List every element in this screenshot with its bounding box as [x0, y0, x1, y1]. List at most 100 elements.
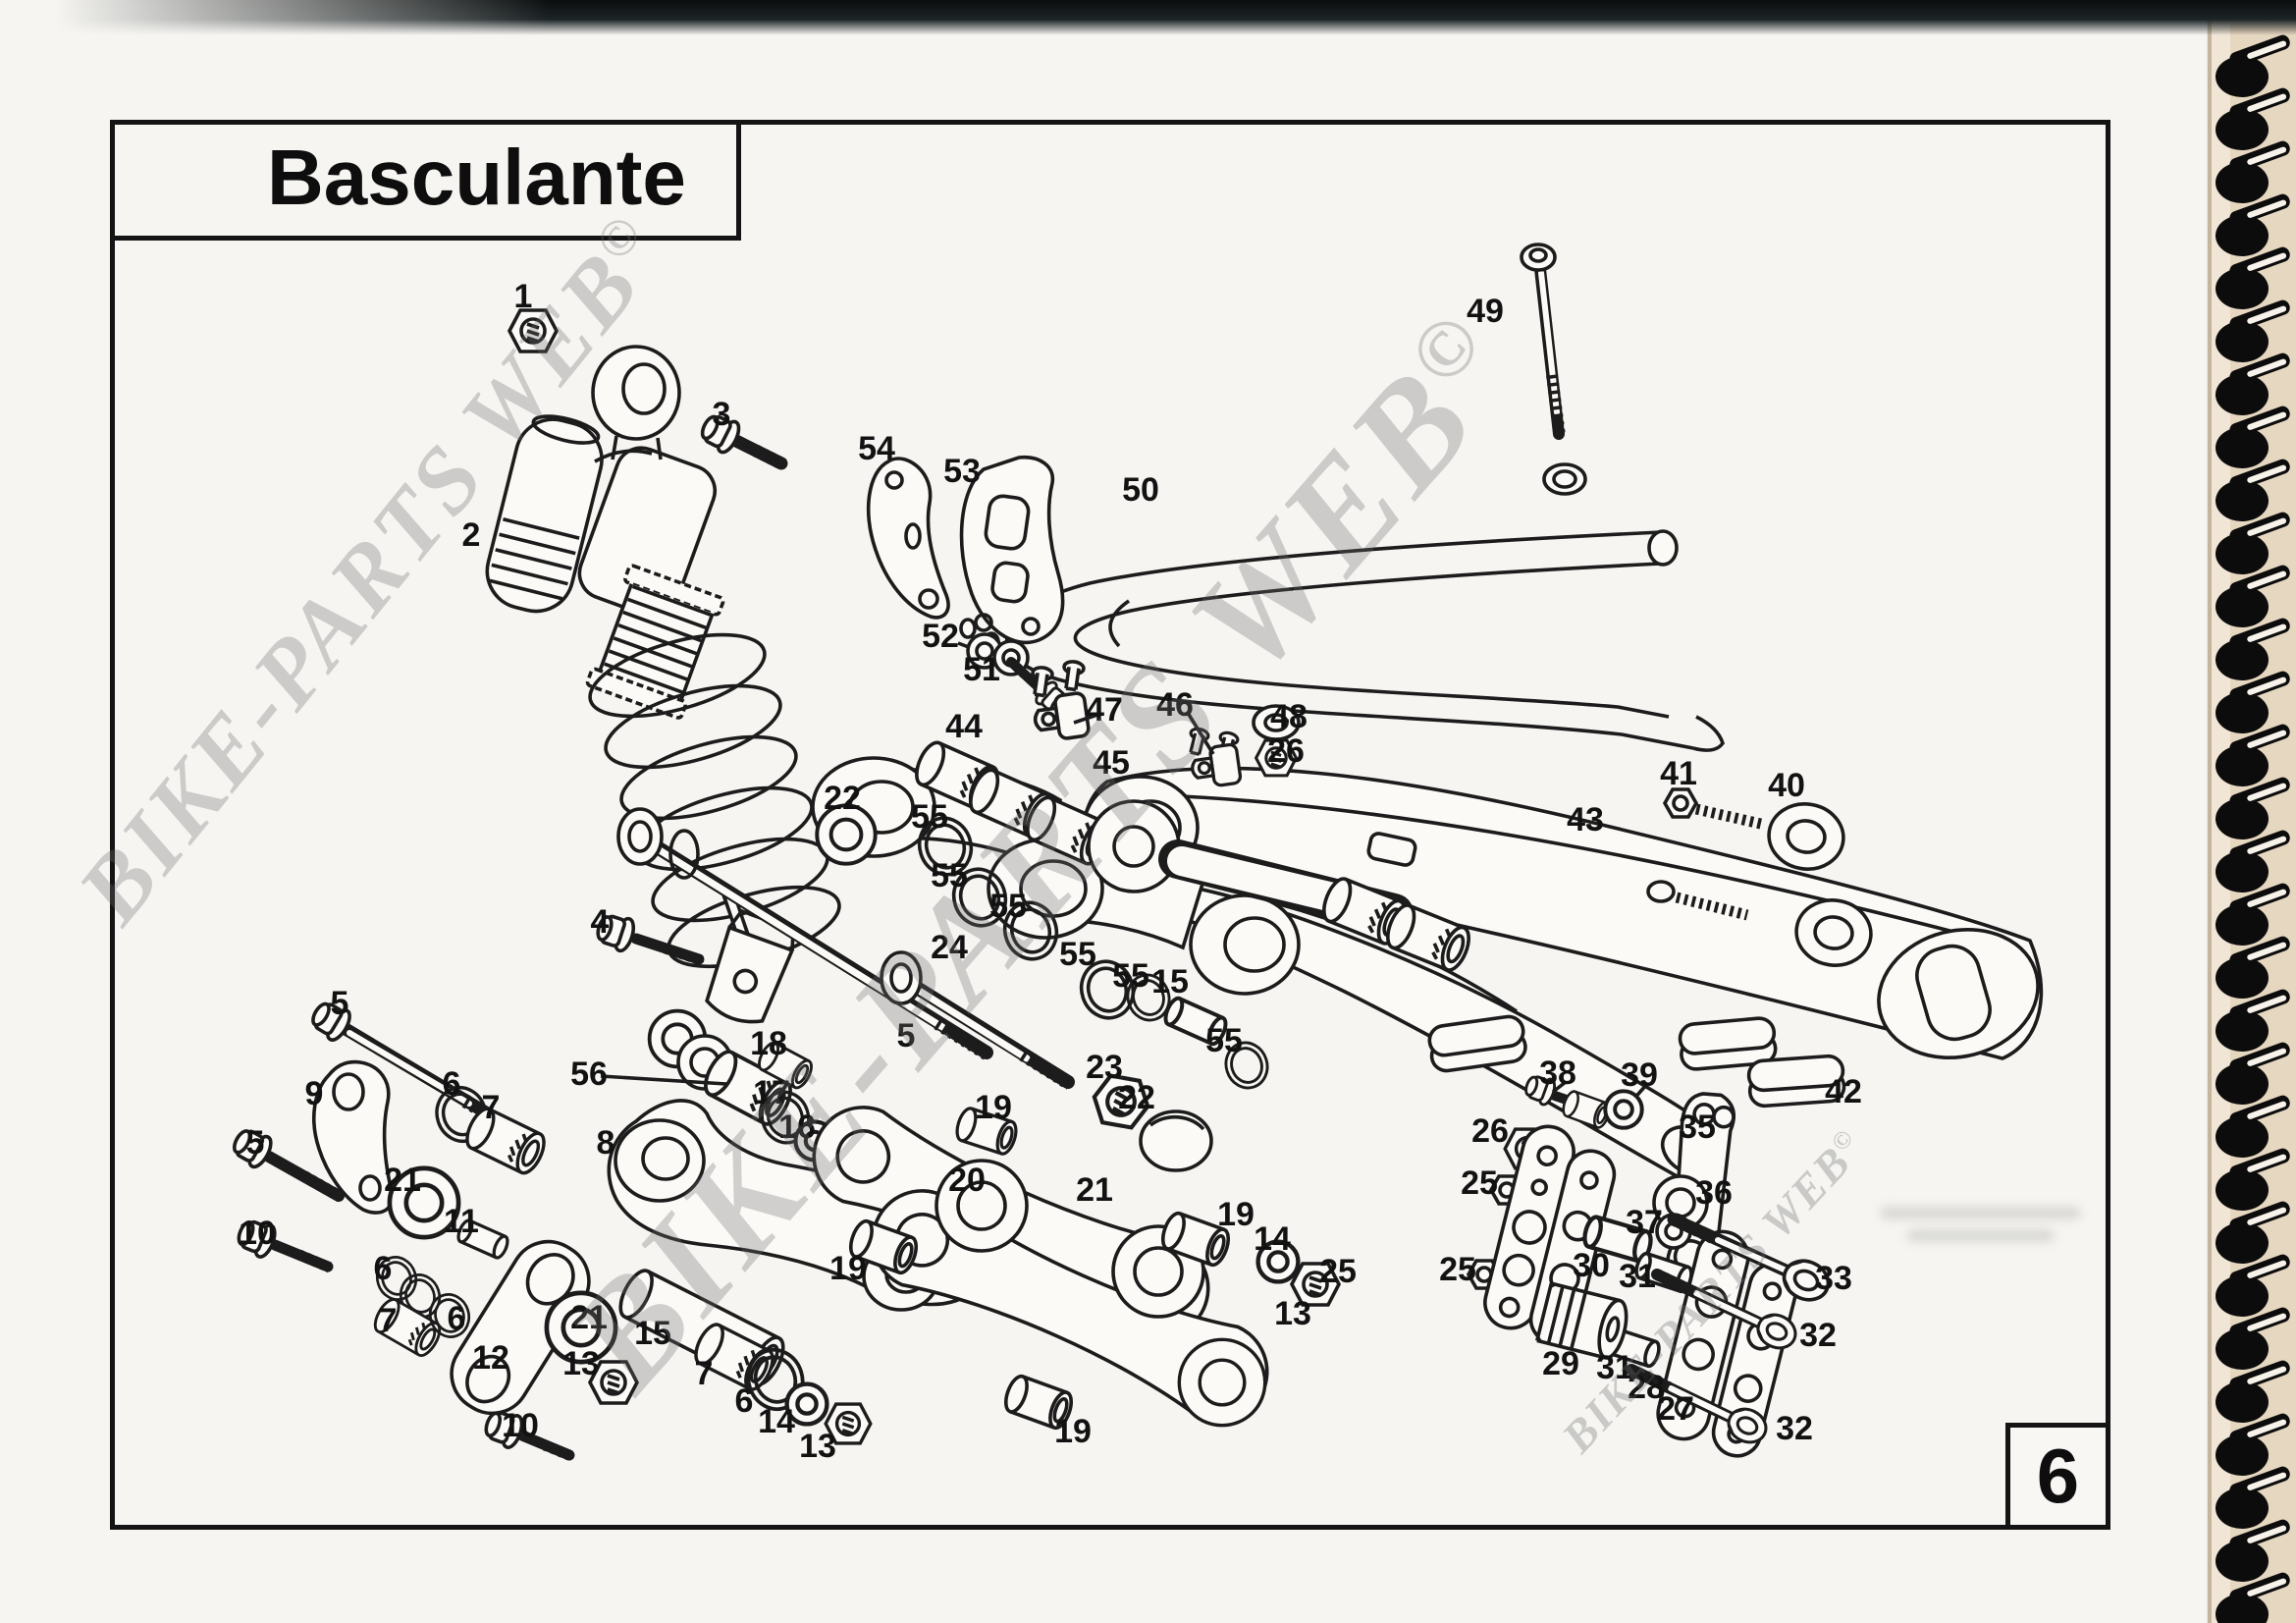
- page-number: 6: [2036, 1433, 2080, 1519]
- shock-clevis: [705, 908, 796, 1024]
- part-number-label: 5: [246, 1124, 265, 1162]
- part-number-label: 2: [462, 516, 481, 554]
- part-number-label: 40: [1768, 767, 1805, 804]
- part-number-label: 26: [1267, 732, 1305, 770]
- chain-guide-54: [866, 457, 950, 620]
- bolt-49: [1520, 243, 1587, 496]
- part-number-label: 25: [1439, 1251, 1476, 1288]
- pivot-shaft: [1158, 839, 1476, 976]
- part-number-label: 5: [897, 1017, 916, 1055]
- bolt-32a: [1651, 1269, 1803, 1356]
- part-number-label: 38: [1539, 1055, 1576, 1092]
- part-number-label: 6: [448, 1300, 466, 1337]
- part-number-label: 11: [444, 1203, 479, 1240]
- part-number-label: 22: [1118, 1079, 1155, 1116]
- part-number-label: 19: [1054, 1413, 1092, 1450]
- nut-1: [507, 308, 559, 353]
- part-number-label: 19: [1217, 1196, 1255, 1233]
- part-number-label: 32: [1776, 1410, 1813, 1447]
- part-number-label: 49: [1467, 293, 1504, 330]
- part-number-label: 36: [1695, 1174, 1733, 1212]
- bolt-51: [1006, 657, 1073, 719]
- part-number-label: 55: [1205, 1022, 1243, 1059]
- part-number-label: 30: [1573, 1247, 1610, 1284]
- part-number-label: 7: [379, 1302, 398, 1339]
- part-number-label: 55: [911, 798, 948, 836]
- part-number-label: 14: [1254, 1220, 1291, 1258]
- part-number-label: 12: [472, 1339, 509, 1377]
- part-number-label: 50: [1122, 471, 1159, 509]
- part-number-label: 13: [1274, 1295, 1311, 1332]
- part-number-label: 55: [931, 857, 968, 894]
- part-number-label: 53: [943, 453, 981, 490]
- part-number-label: 21: [1076, 1171, 1113, 1209]
- part-number-label: 19: [975, 1089, 1012, 1126]
- part-number-label: 31: [1619, 1258, 1656, 1295]
- part-number-label: 54: [858, 430, 895, 467]
- part-number-label: 48: [1270, 698, 1308, 735]
- part-number-label: 31: [1596, 1349, 1633, 1386]
- part-number-label: 16: [778, 1109, 816, 1146]
- part-number-label: 7: [482, 1089, 501, 1126]
- part-number-label: 13: [562, 1345, 600, 1382]
- part-number-label: 29: [1542, 1345, 1579, 1382]
- part-number-label: 18: [750, 1025, 787, 1062]
- part-number-label: 6: [374, 1250, 393, 1287]
- bolt-32b: [1626, 1364, 1774, 1450]
- part-number-label: 21: [570, 1299, 608, 1336]
- part-number-label: 55: [1059, 936, 1096, 973]
- bolt-10-left: [232, 1214, 334, 1273]
- part-number-label: 15: [634, 1315, 671, 1352]
- part-number-label: 26: [1471, 1112, 1509, 1150]
- part-number-label: 55: [1112, 957, 1149, 995]
- bolt-24: [616, 807, 993, 1061]
- part-number-label: 45: [1093, 744, 1130, 782]
- part-number-label: 4: [591, 903, 610, 941]
- part-number-label: 47: [1086, 691, 1123, 729]
- bolt-33: [1667, 1213, 1837, 1309]
- part-number-label: 23: [1086, 1049, 1123, 1086]
- part-number-label: 14: [758, 1403, 795, 1440]
- part-number-label: 33: [1815, 1260, 1852, 1297]
- bracket-9: [312, 1059, 395, 1215]
- part-number-label: 25: [1319, 1253, 1357, 1290]
- title-box: Basculante: [110, 120, 741, 241]
- page-title: Basculante: [267, 134, 686, 221]
- part-number-label: 24: [931, 929, 968, 966]
- part-number-label: 32: [1799, 1317, 1837, 1354]
- part-number-label: 15: [1151, 963, 1189, 1001]
- part-number-label: 35: [1679, 1109, 1716, 1146]
- part-number-label: 6: [443, 1065, 461, 1103]
- part-number-label: 42: [1825, 1073, 1862, 1110]
- part-number-label: 3: [713, 396, 731, 433]
- bolt-10-bottom: [480, 1404, 575, 1462]
- part-number-label: 13: [799, 1428, 836, 1465]
- adjuster-40-41: [1646, 787, 1878, 972]
- part-number-label: 1: [514, 278, 533, 315]
- bolt-3: [695, 407, 788, 470]
- part-number-label: 37: [1626, 1204, 1663, 1241]
- part-number-label: 55: [989, 888, 1027, 925]
- part-number-label: 22: [824, 780, 861, 817]
- bolt-5-left-lower: [227, 1122, 345, 1203]
- cup-22: [1139, 1109, 1213, 1172]
- part-number-label: 6: [735, 1382, 754, 1420]
- part-number-label: 28: [1628, 1369, 1665, 1406]
- diagram-frame: [110, 120, 2110, 1530]
- part-number-label: 39: [1621, 1056, 1658, 1094]
- damper-29: [1535, 1281, 1629, 1360]
- part-number-label: 10: [239, 1215, 276, 1252]
- part-number-label: 5: [331, 985, 349, 1022]
- part-number-label: 10: [502, 1407, 539, 1444]
- part-number-label: 9: [305, 1075, 324, 1112]
- part-number-label: 17: [753, 1074, 790, 1111]
- part-number-label: 52: [922, 618, 959, 655]
- bolt-5-centre: [880, 950, 1075, 1090]
- scanner-shadow-top: [0, 0, 2296, 35]
- shock-absorber: [485, 345, 841, 1024]
- chain-guide-53: [959, 456, 1065, 653]
- part-number-label: 20: [948, 1162, 986, 1199]
- washer-48: [1252, 704, 1301, 741]
- part-number-label: 27: [1657, 1390, 1694, 1428]
